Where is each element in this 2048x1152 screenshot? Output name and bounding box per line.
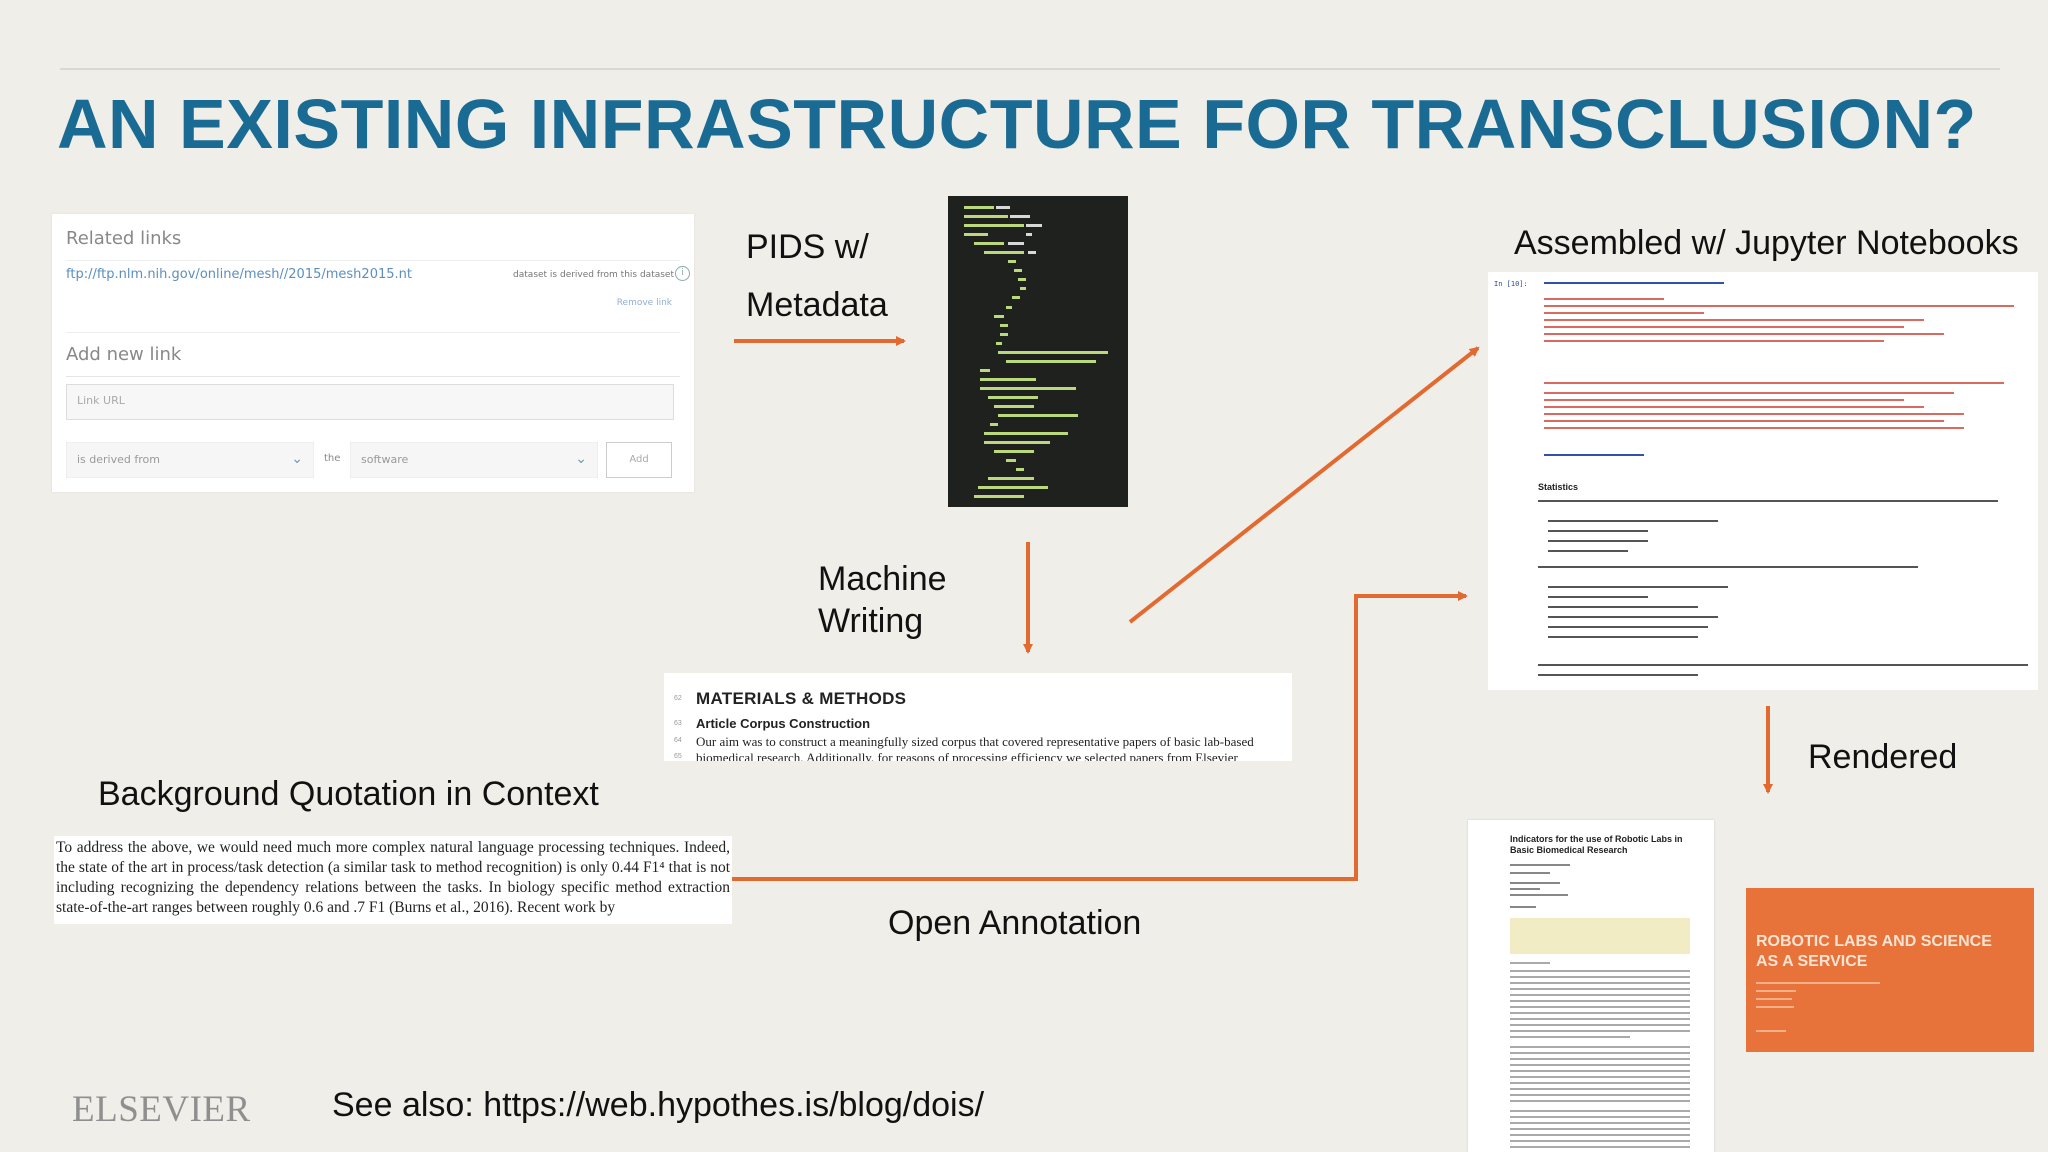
arrow-writing-to-notebook [1128, 346, 1480, 624]
notebook-statistics-heading: Statistics [1538, 482, 1579, 492]
arrow-annotation-to-notebook [732, 591, 1468, 881]
jupyter-notebook-image: In [10]: Statistics [1488, 272, 2038, 690]
methods-heading: MATERIALS & METHODS [696, 689, 907, 708]
machine-writing-line1: Machine [818, 560, 947, 598]
pids-label-line1: PIDS w/ [746, 228, 869, 266]
relation-value: is derived from [77, 453, 160, 466]
line-number: 65 [674, 753, 682, 760]
derived-note: dataset is derived from this dataset [513, 270, 674, 280]
machine-writing-line2: Writing [818, 602, 924, 640]
remove-link[interactable]: Remove link [616, 298, 672, 308]
info-icon[interactable]: i [675, 266, 690, 281]
the-label: the [324, 453, 341, 464]
line-number: 62 [674, 695, 682, 702]
elsevier-logo: ELSEVIER [72, 1089, 251, 1130]
rendered-label: Rendered [1808, 738, 1958, 776]
notebook-prompt: In [10]: [1494, 280, 1528, 288]
related-links-panel: Related links ftp://ftp.nlm.nih.gov/onli… [52, 214, 694, 492]
machine-writing-label: Machine Writing [818, 558, 947, 642]
header-rule [60, 68, 2000, 70]
add-button[interactable]: Add [606, 442, 672, 478]
json-code-graphic [964, 206, 1108, 498]
type-value: software [361, 453, 409, 466]
methods-text: Our aim was to construct a meaningfully … [696, 734, 1254, 761]
line-number: 64 [674, 737, 682, 744]
notebook-content-graphic [1538, 282, 2028, 676]
open-annotation-label: Open Annotation [888, 904, 1142, 942]
highlighted-abstract [1510, 918, 1690, 954]
pids-label-line2: Metadata [746, 286, 888, 324]
related-link-url[interactable]: ftp://ftp.nlm.nih.gov/online/mesh//2015/… [66, 267, 412, 282]
divider [66, 260, 680, 261]
methods-excerpt: 62 63 64 65 MATERIALS & METHODS Article … [664, 673, 1292, 761]
divider [66, 332, 680, 333]
line-number: 63 [674, 720, 682, 727]
chevron-down-icon: ⌄ [291, 451, 303, 467]
cover-title: ROBOTIC LABS AND SCIENCE AS A SERVICE [1756, 933, 1992, 970]
report-cover-image: ROBOTIC LABS AND SCIENCE AS A SERVICE [1746, 888, 2034, 1052]
quotation-text: To address the above, we would need much… [56, 839, 730, 916]
relation-select[interactable]: is derived from ⌄ [66, 442, 314, 478]
methods-subheading: Article Corpus Construction [696, 716, 871, 731]
cover-text-graphic [1756, 982, 1880, 1032]
json-metadata-image [948, 196, 1128, 507]
jupyter-label: Assembled w/ Jupyter Notebooks [1514, 224, 2019, 262]
see-also-link[interactable]: See also: https://web.hypothes.is/blog/d… [332, 1086, 985, 1124]
rendered-paper-image: Indicators for the use of Robotic Labs i… [1468, 820, 1714, 1152]
type-select[interactable]: software ⌄ [350, 442, 598, 478]
related-links-title: Related links [66, 228, 182, 249]
link-url-input[interactable]: Link URL [66, 384, 674, 420]
pids-label: PIDS w/ Metadata [746, 226, 888, 326]
divider [66, 376, 680, 377]
quotation-excerpt: To address the above, we would need much… [54, 836, 732, 924]
slide-title: AN EXISTING INFRASTRUCTURE FOR TRANSCLUS… [57, 85, 1977, 163]
paper-title: Indicators for the use of Robotic Labs i… [1510, 834, 1683, 855]
chevron-down-icon: ⌄ [575, 451, 587, 467]
background-quotation-label: Background Quotation in Context [98, 775, 599, 813]
add-new-link-title: Add new link [66, 344, 182, 365]
